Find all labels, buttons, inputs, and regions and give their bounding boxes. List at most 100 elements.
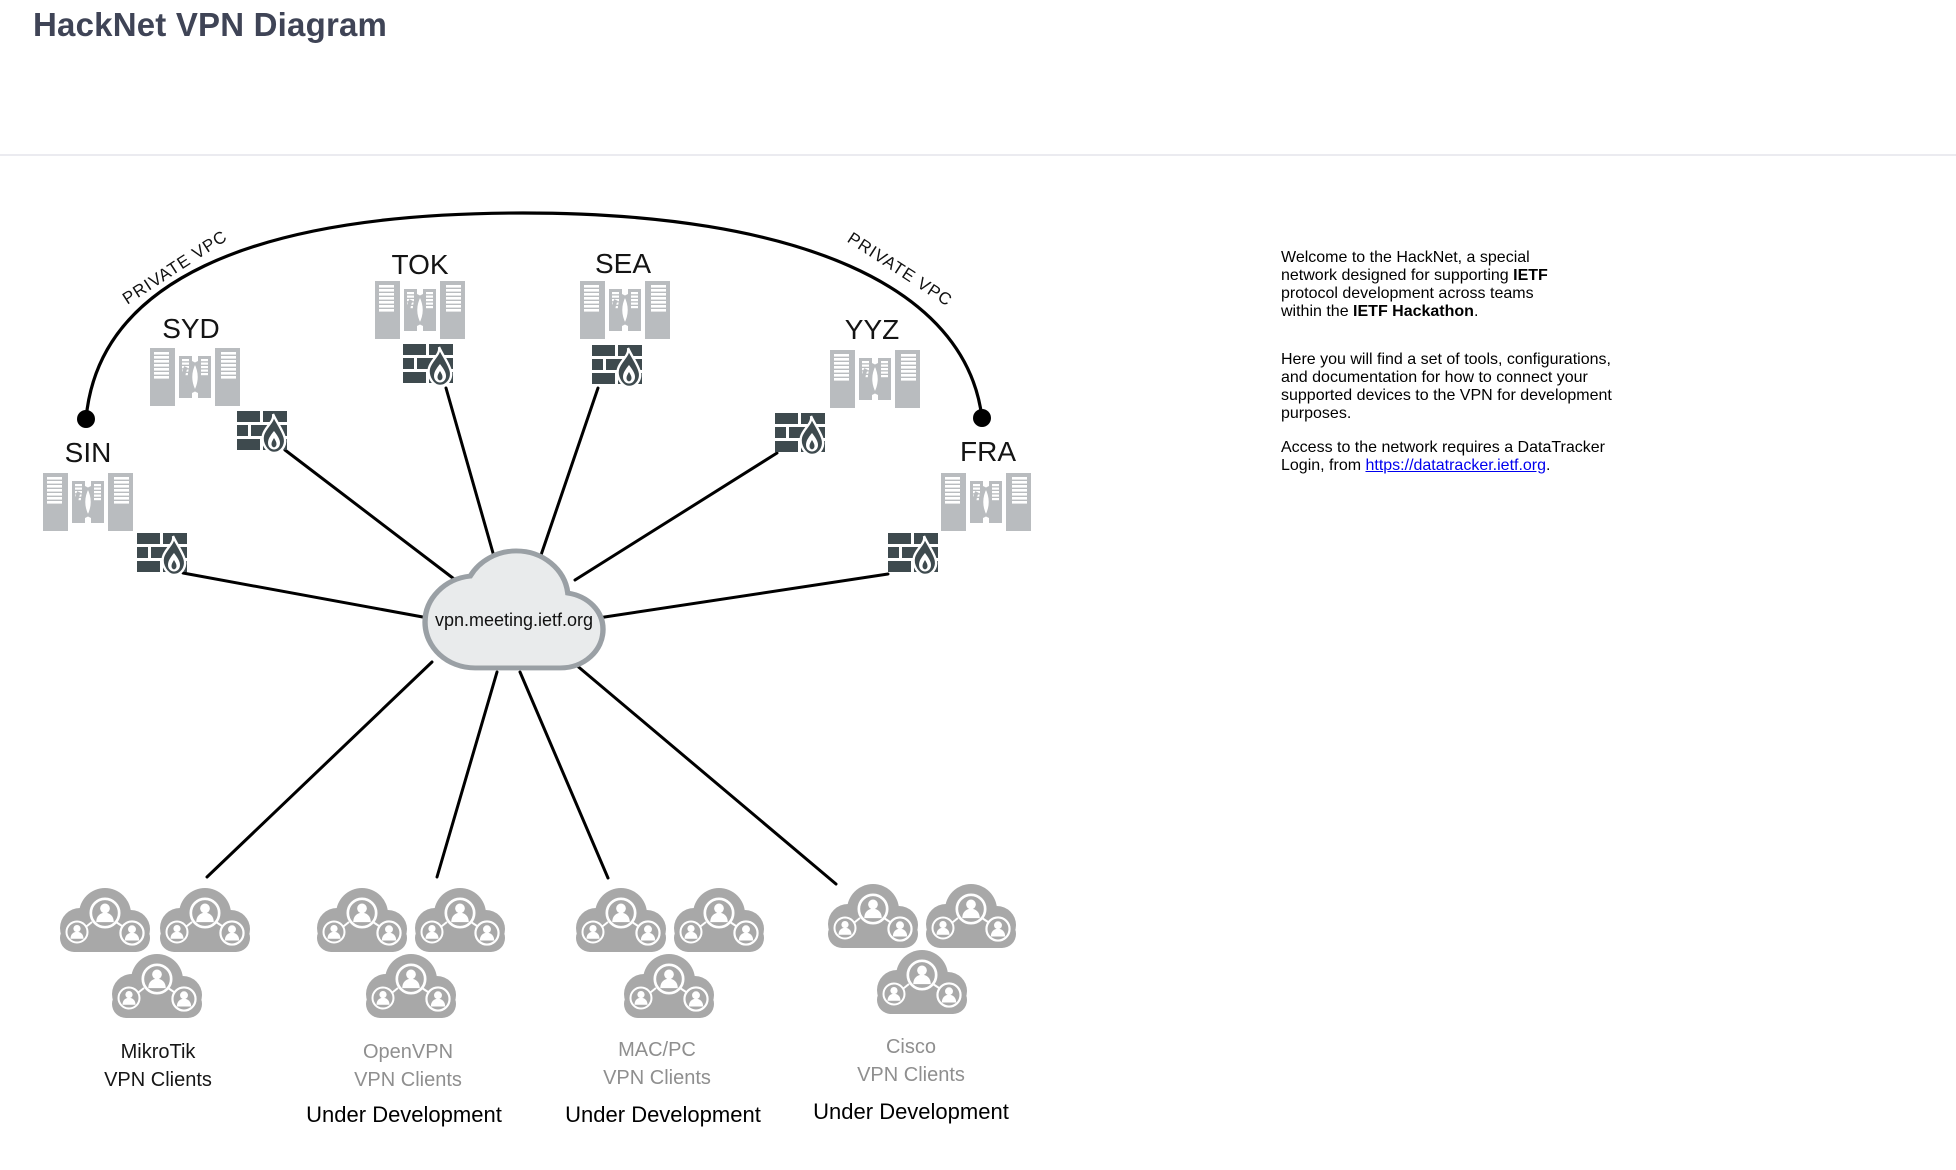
client-label-line2: VPN Clients bbox=[603, 1067, 711, 1089]
text-segment: Welcome to the HackNet, a special bbox=[1281, 249, 1530, 266]
text-segment: network designed for supporting bbox=[1281, 267, 1514, 284]
text-line: purposes. bbox=[1281, 405, 1841, 423]
client-label-line1: Cisco bbox=[886, 1036, 936, 1058]
site-sin: SIN bbox=[43, 437, 189, 577]
firewall-icon bbox=[135, 531, 189, 577]
client-cloud-icon bbox=[576, 888, 666, 952]
server-cluster-icon bbox=[375, 281, 465, 339]
text-segment-bold: IETF bbox=[1513, 267, 1548, 284]
client-label-line2: VPN Clients bbox=[857, 1064, 965, 1086]
text-segment: protocol development across teams bbox=[1281, 285, 1534, 302]
text-segment: Access to the network requires a DataTra… bbox=[1281, 439, 1605, 456]
cloud-to-client-lines bbox=[205, 660, 838, 886]
text-line: Welcome to the HackNet, a special bbox=[1281, 249, 1841, 267]
vpn-connection-line bbox=[538, 386, 600, 560]
vpn-cloud: vpn.meeting.ietf.org bbox=[422, 548, 606, 671]
text-segment: and documentation for how to connect you… bbox=[1281, 369, 1588, 386]
text-segment: within the bbox=[1281, 303, 1354, 320]
site-label: FRA bbox=[960, 436, 1016, 467]
private-vpc-label-right: PRIVATE VPC bbox=[844, 228, 956, 310]
site-yyz: YYZ bbox=[773, 314, 920, 457]
arc-endpoint-dot bbox=[973, 409, 991, 427]
client-group-openvpn: OpenVPN VPN Clients Under Development bbox=[306, 888, 505, 1127]
header-divider bbox=[0, 154, 1956, 156]
site-syd: SYD bbox=[150, 313, 289, 455]
text-line: Login, from https://datatracker.ietf.org… bbox=[1281, 457, 1841, 475]
text-segment: supported devices to the VPN for develop… bbox=[1281, 387, 1612, 404]
site-label: TOK bbox=[391, 249, 448, 280]
arc-endpoint-dot bbox=[77, 410, 95, 428]
client-cloud-icon bbox=[366, 954, 456, 1018]
client-label-line1: MAC/PC bbox=[618, 1039, 696, 1061]
text-segment: . bbox=[1546, 457, 1551, 474]
text-segment: Login, from bbox=[1281, 457, 1366, 474]
client-label-line2: VPN Clients bbox=[354, 1069, 462, 1091]
client-status: Under Development bbox=[813, 1099, 1009, 1124]
firewall-icon bbox=[773, 411, 827, 457]
client-status: Under Development bbox=[565, 1102, 761, 1127]
site-label: SEA bbox=[595, 248, 651, 279]
client-status: Under Development bbox=[306, 1102, 502, 1127]
info-panel: Welcome to the HackNet, a special networ… bbox=[1281, 220, 1841, 491]
vpn-connection-line bbox=[181, 571, 452, 624]
site-fra: FRA bbox=[886, 436, 1031, 577]
vpn-connection-line bbox=[596, 572, 890, 620]
client-label-line1: OpenVPN bbox=[363, 1041, 453, 1063]
site-to-cloud-lines bbox=[181, 386, 890, 624]
site-label: SYD bbox=[162, 313, 220, 344]
text-segment: purposes. bbox=[1281, 405, 1352, 422]
server-cluster-icon bbox=[830, 350, 920, 408]
firewall-icon bbox=[590, 343, 644, 389]
page-title: HackNet VPN Diagram bbox=[33, 6, 388, 43]
text-line: protocol development across teams bbox=[1281, 285, 1841, 303]
vpn-connection-line bbox=[573, 662, 838, 886]
vpn-network-diagram: PRIVATE VPC PRIVATE VPC vpn.meeting.ietf… bbox=[0, 211, 1060, 1127]
server-cluster-icon bbox=[941, 473, 1031, 531]
client-label-line1: MikroTik bbox=[121, 1041, 197, 1063]
server-cluster-icon bbox=[150, 348, 240, 406]
cloud-shape bbox=[422, 548, 606, 671]
site-sea: SEA bbox=[580, 248, 670, 389]
site-label: SIN bbox=[65, 437, 112, 468]
vpn-connection-line bbox=[283, 448, 464, 587]
vpn-connection-line bbox=[444, 386, 497, 562]
firewall-icon bbox=[401, 342, 455, 388]
client-group-macpc: MAC/PC VPN Clients Under Development bbox=[565, 888, 764, 1127]
client-label-line2: VPN Clients bbox=[104, 1069, 212, 1091]
vpn-connection-line bbox=[573, 451, 779, 582]
text-line: within the IETF Hackathon. bbox=[1281, 303, 1841, 321]
client-cloud-icon bbox=[415, 888, 505, 952]
client-cloud-icon bbox=[112, 954, 202, 1018]
firewall-icon bbox=[235, 409, 289, 455]
text-segment: Here you will find a set of tools, confi… bbox=[1281, 351, 1611, 368]
client-cloud-icon bbox=[877, 950, 967, 1014]
vpn-connection-line bbox=[518, 670, 610, 880]
text-segment-bold: IETF Hackathon bbox=[1353, 303, 1474, 320]
text-line: and documentation for how to connect you… bbox=[1281, 369, 1841, 387]
text-line: network designed for supporting IETF bbox=[1281, 267, 1841, 285]
cloud-hostname: vpn.meeting.ietf.org bbox=[435, 610, 593, 630]
private-vpc-label-left: PRIVATE VPC bbox=[119, 226, 231, 308]
server-cluster-icon bbox=[580, 281, 670, 339]
server-cluster-icon bbox=[43, 473, 133, 531]
client-cloud-icon bbox=[317, 888, 407, 952]
client-cloud-icon bbox=[828, 884, 918, 948]
client-cloud-icon bbox=[926, 884, 1016, 948]
text-line: supported devices to the VPN for develop… bbox=[1281, 387, 1841, 405]
client-cloud-icon bbox=[60, 888, 150, 952]
private-vpc-arc bbox=[84, 211, 984, 420]
client-cloud-icon bbox=[624, 954, 714, 1018]
vpn-connection-line bbox=[435, 670, 499, 879]
text-line: Here you will find a set of tools, confi… bbox=[1281, 351, 1841, 369]
client-group-cisco: Cisco VPN Clients Under Development bbox=[813, 884, 1016, 1124]
text-segment: . bbox=[1473, 303, 1479, 320]
client-cloud-icon bbox=[674, 888, 764, 952]
text-line: Access to the network requires a DataTra… bbox=[1281, 439, 1841, 457]
firewall-icon bbox=[886, 531, 940, 577]
client-group-mikrotik: MikroTik VPN Clients bbox=[60, 888, 250, 1091]
client-cloud-icon bbox=[160, 888, 250, 952]
vpn-connection-line bbox=[205, 660, 434, 879]
site-tok: TOK bbox=[375, 249, 465, 388]
site-label: YYZ bbox=[845, 314, 899, 345]
datatracker-link[interactable]: https://datatracker.ietf.org bbox=[1365, 457, 1547, 474]
